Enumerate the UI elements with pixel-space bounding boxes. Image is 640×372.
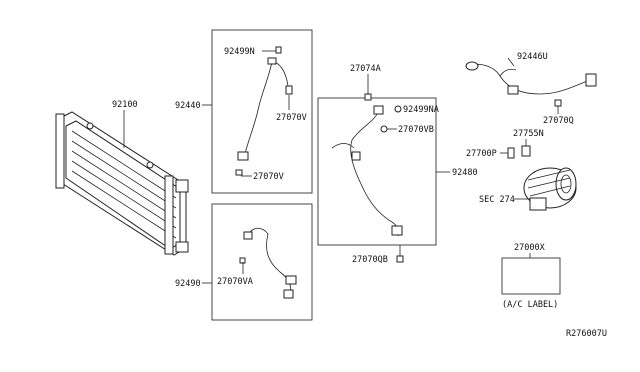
compressor — [523, 167, 577, 211]
label-valve-upper-b: 27070V — [253, 172, 284, 182]
ac-label-box — [501, 257, 561, 295]
label-sensor-b: 27700P — [466, 149, 497, 159]
leader-suction-hose — [507, 57, 515, 67]
diagram-id: R276007U — [566, 329, 607, 339]
suction-hose — [465, 61, 597, 107]
label-sensor-a: 27755N — [513, 129, 544, 139]
hose-upper — [235, 46, 293, 176]
label-oring-upper: 92499N — [224, 47, 255, 57]
sensor-a — [521, 145, 531, 157]
label-valve-suction: 27070Q — [543, 116, 574, 126]
valve-center-bottom — [396, 255, 404, 263]
box-hose-upper — [211, 29, 313, 194]
label-valve-center-bottom: 27070QB — [352, 255, 388, 265]
label-oring-center: 92499NA — [403, 105, 439, 115]
oring-center — [394, 105, 402, 113]
label-bolt-center: 27074A — [350, 64, 381, 74]
box-hose-lower — [211, 203, 313, 321]
label-hose-lower: 92490 — [175, 279, 201, 289]
label-ac-label-part: 27000X — [514, 243, 546, 253]
label-valve-upper-a: 27070V — [276, 113, 307, 123]
pipe-center — [331, 105, 403, 237]
hose-lower — [239, 227, 297, 299]
label-hose-upper: 92440 — [175, 101, 201, 111]
ac-label-caption: (A/C LABEL) — [502, 300, 558, 310]
label-condenser: 92100 — [112, 100, 138, 110]
condenser — [55, 111, 189, 256]
box-pipe-center — [317, 97, 437, 246]
label-valve-center: 27070VB — [398, 125, 434, 135]
label-pipe-center: 92480 — [452, 168, 478, 178]
sensor-b — [507, 147, 515, 159]
label-suction-hose: 92446U — [517, 52, 548, 62]
label-compressor: SEC 274 — [479, 195, 515, 205]
bolt-center — [364, 93, 372, 101]
label-valve-lower: 27070VA — [217, 277, 253, 287]
